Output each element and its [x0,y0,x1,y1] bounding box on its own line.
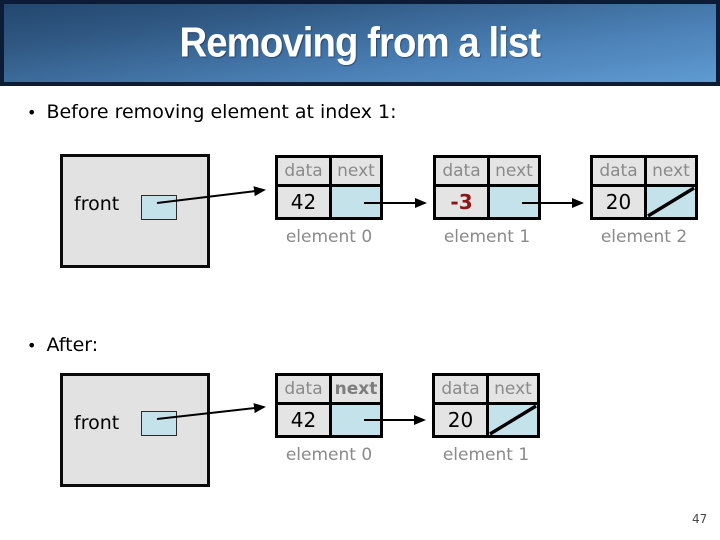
bullet-before: • Before removing element at index 1: [27,101,397,123]
header-next: next [647,158,695,184]
header-data: data [278,376,329,402]
front-pointer-box [141,195,177,220]
next-pointer-cell [332,187,380,217]
node-after-element-0: data next 42 [275,373,383,438]
front-label: front [74,193,120,215]
data-value: 20 [593,187,644,217]
node-before-element-0: data next 42 [275,155,383,220]
header-next: next [332,158,380,184]
next-pointer-cell-null [489,405,537,435]
page-number: 47 [692,512,708,526]
data-value: 42 [278,187,329,217]
header-next-bold: next [332,376,380,402]
bullet-marker: • [27,103,37,122]
front-pointer-box [141,411,177,436]
header-data: data [278,158,329,184]
node-caption: element 2 [600,227,688,247]
data-value: -3 [436,187,487,217]
bullet-after: • After: [27,334,98,356]
node-before-element-1: data next -3 [433,155,541,220]
node-caption: element 0 [285,227,373,247]
node-caption: element 0 [285,445,373,465]
null-diagonal-icon [489,405,537,435]
data-value: 20 [435,405,486,435]
header-next: next [490,158,538,184]
node-before-element-2: data next 20 [590,155,698,220]
data-value: 42 [278,405,329,435]
node-after-element-1: data next 20 [432,373,540,438]
bullet-marker: • [27,336,37,355]
node-caption: element 1 [442,445,530,465]
next-pointer-cell-null [647,187,695,217]
header-next: next [489,376,537,402]
front-box-after: front [60,373,210,487]
title-bar: Removing from a list [0,0,720,86]
header-data: data [436,158,487,184]
slide-title: Removing from a list [179,19,542,66]
next-pointer-cell [490,187,538,217]
bullet-after-text: After: [46,334,99,356]
header-data: data [593,158,644,184]
null-diagonal-icon [647,187,695,217]
front-box-before: front [60,154,210,268]
header-data: data [435,376,486,402]
bullet-before-text: Before removing element at index 1: [46,101,397,123]
front-label: front [74,412,120,434]
next-pointer-cell [332,405,380,435]
node-caption: element 1 [443,227,531,247]
